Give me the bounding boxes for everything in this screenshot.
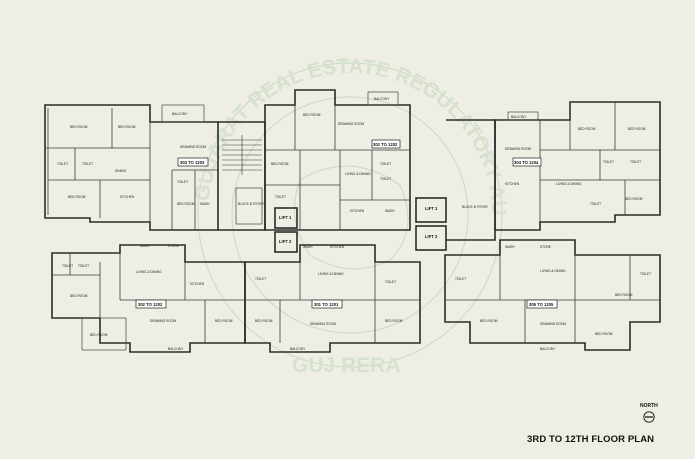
room-label: DRAWING ROOM <box>338 122 364 126</box>
room-label: WASH <box>303 245 313 249</box>
room-label: BED ROOM <box>480 319 498 323</box>
watermark-short: GUJ RERA <box>292 354 401 377</box>
foyer-label: BLOCK B FOYER <box>462 205 488 209</box>
room-label: TOILET <box>57 162 68 166</box>
room-label: WASH <box>385 209 395 213</box>
flat-label-box <box>311 299 343 309</box>
room-label: DRAWING ROOM <box>310 322 336 326</box>
room-label: BED ROOM <box>215 319 233 323</box>
room-label: TOILET <box>630 160 641 164</box>
room-label: WASH <box>505 245 515 249</box>
room-label: KITCHEN <box>505 182 520 186</box>
flat-number: 305 TO 1205 <box>529 302 554 307</box>
flat-number: 301 TO 1201 <box>314 302 339 307</box>
room-label: BED ROOM <box>303 113 321 117</box>
room-label: TOILET <box>603 160 614 164</box>
room-label: BED ROOM <box>90 333 108 337</box>
room-label: WASH <box>140 244 150 248</box>
room-label: TOILET <box>177 180 188 184</box>
flat-number: 303 TO 1203 <box>180 160 205 165</box>
room-label: TOILET <box>385 280 396 284</box>
room-label: BED ROOM <box>271 162 289 166</box>
lift-label: LIFT 2 <box>425 234 438 239</box>
flat-number: 302 TO 1202 <box>138 302 163 307</box>
watermark-text: GUJARAT REAL ESTATE REGULATORY AUTHORITY <box>0 0 510 216</box>
room-label: STORE <box>168 244 179 248</box>
lift-label: LIFT 1 <box>279 215 292 220</box>
room-label: LIVING & DINING <box>540 269 566 273</box>
room-label: DRAWING ROOM <box>540 322 566 326</box>
room-label: TOILET <box>380 177 391 181</box>
room-label: TOILET <box>380 162 391 166</box>
room-label: KITCHEN <box>330 245 345 249</box>
room-label: BED ROOM <box>70 125 88 129</box>
room-label: BALCONY <box>540 347 556 351</box>
room-label: BED ROOM <box>578 127 596 131</box>
room-label: BED ROOM <box>68 195 86 199</box>
plan-title: 3RD TO 12TH FLOOR PLAN <box>527 434 655 445</box>
room-label: BALCONY <box>168 347 184 351</box>
room-label: BALCONY <box>290 347 306 351</box>
foyer-label: BLOCK B FOYER <box>238 202 264 206</box>
room-label: BED ROOM <box>628 127 646 131</box>
room-label: TOILET <box>62 264 73 268</box>
flat-302: BED ROOM DRAWING ROOM BALCONY BED ROOM L… <box>264 89 411 231</box>
room-label: TOILET <box>590 202 601 206</box>
room-label: DRAWING ROOM <box>505 147 531 151</box>
room-label: TOILET <box>78 264 89 268</box>
room-label: WASH <box>200 202 210 206</box>
room-label: BALCONY <box>374 97 390 101</box>
flat-305: TOILET LIVING & DINING WASH STORE TOILET… <box>444 239 661 351</box>
room-label: BED ROOM <box>595 332 613 336</box>
flat-304: BALCONY BED ROOM BED ROOM TOILET TOILET … <box>494 101 661 231</box>
room-label: BED ROOM <box>385 319 403 323</box>
room-label: BED ROOM <box>118 125 136 129</box>
room-label: BED ROOM <box>70 294 88 298</box>
flat-label-box <box>135 299 167 309</box>
room-label: DINING <box>115 169 127 173</box>
room-label: KITCHEN <box>350 209 365 213</box>
room-label: BED ROOM <box>255 319 273 323</box>
room-label: BED ROOM <box>615 293 633 297</box>
flat-label-box <box>371 139 401 149</box>
room-label: LIVING & DINING <box>318 272 344 276</box>
lift-label: LIFT 1 <box>425 206 438 211</box>
room-label: LIVING & DINING <box>136 270 162 274</box>
flat-303: BED ROOM BED ROOM TOILET TOILET DINING D… <box>44 104 219 231</box>
room-label: TOILET <box>455 277 466 281</box>
room-label: BALCONY <box>511 115 527 119</box>
flat-southwest: TOILET TOILET LIVING & DINING WASH STORE… <box>51 244 246 353</box>
flat-number: 302 TO 1202 <box>373 142 398 147</box>
flat-label-box <box>177 157 209 167</box>
room-label: TOILET <box>255 277 266 281</box>
room-label: TOILET <box>640 272 651 276</box>
room-label: TOILET <box>275 195 286 199</box>
room-label: DRAWING ROOM <box>150 319 176 323</box>
room-label: KITCHEN <box>190 282 205 286</box>
north-arrow-icon <box>643 411 655 423</box>
room-label: LIVING & DINING <box>556 182 582 186</box>
room-label: TOILET <box>82 162 93 166</box>
flat-number: 304 TO 1204 <box>514 160 539 165</box>
room-label: DRAWING ROOM <box>180 145 206 149</box>
flat-label-box <box>526 299 558 309</box>
room-label: KITCHEN <box>120 195 135 199</box>
flat-301: TOILET LIVING & DINING WASH KITCHEN TOIL… <box>244 244 421 353</box>
room-label: LIVING & DINING <box>345 172 371 176</box>
room-label: BED ROOM <box>625 197 643 201</box>
flat-label-box <box>512 157 542 167</box>
north-label: NORTH <box>640 403 658 409</box>
room-label: BALCONY <box>172 112 188 116</box>
room-label: BED ROOM <box>177 202 195 206</box>
room-label: STORE <box>540 245 551 249</box>
lift-label: LIFT 2 <box>279 239 292 244</box>
